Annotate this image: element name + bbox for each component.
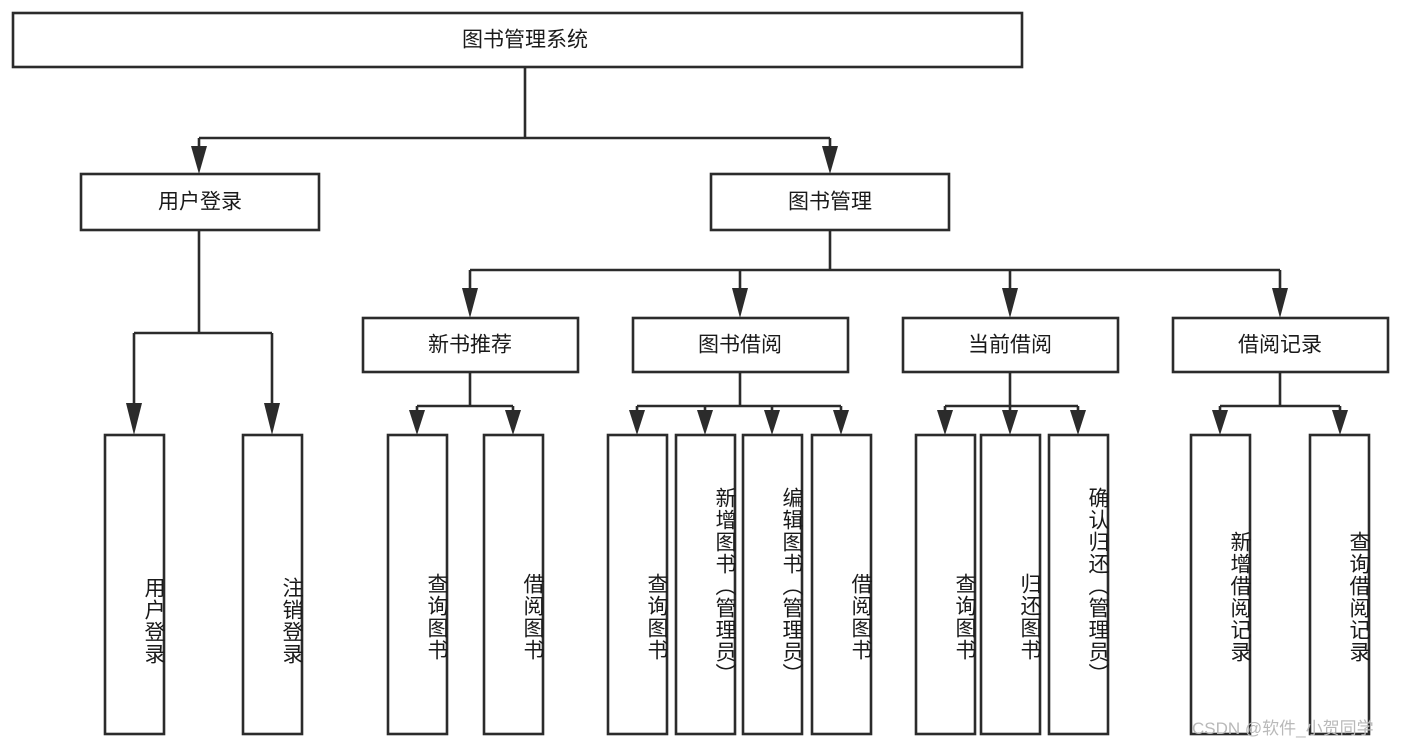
leaf-box-query-borrow-record[interactable] [1308, 433, 1371, 736]
arrow-new-book-rec-leaf-1 [409, 410, 425, 435]
arrow-current-borrow-leaf-1 [937, 410, 953, 435]
arrow-book-borrow-leaf-3 [764, 410, 780, 435]
connector-group-book-borrow [629, 372, 849, 435]
arrow-root-to-book-mgmt [822, 146, 838, 174]
arrow-book-mgmt-child-1 [462, 288, 478, 318]
leaf-box-edit-book-admin[interactable] [741, 433, 804, 736]
leaf-box-query-book-rec[interactable] [386, 433, 449, 736]
arrow-book-borrow-leaf-2 [697, 410, 713, 435]
connector-group-root [191, 67, 838, 174]
arrow-user-login-leaf-2 [264, 403, 280, 435]
arrow-book-mgmt-child-4 [1272, 288, 1288, 318]
node-new-book-recommendation-box[interactable] [361, 316, 580, 374]
arrow-borrow-record-leaf-2 [1332, 410, 1348, 435]
node-current-borrowing[interactable]: 当前借阅 [901, 316, 1120, 374]
arrow-new-book-rec-leaf-2 [505, 410, 521, 435]
node-book-management[interactable]: 图书管理 [709, 172, 951, 232]
node-book-borrowing-label: 图书借阅 [698, 334, 782, 357]
arrow-book-mgmt-child-2 [732, 288, 748, 318]
arrow-user-login-leaf-1 [126, 403, 142, 435]
arrow-book-borrow-leaf-1 [629, 410, 645, 435]
node-new-book-recommendation-label: 新书推荐 [428, 334, 512, 357]
arrow-book-borrow-leaf-4 [833, 410, 849, 435]
node-book-management-label: 图书管理 [788, 191, 872, 214]
leaf-box-borrow-book[interactable] [810, 433, 873, 736]
node-book-borrowing-box[interactable] [631, 316, 850, 374]
node-borrowing-record[interactable]: 借阅记录 [1171, 316, 1390, 374]
node-user-login[interactable]: 用户登录 [79, 172, 321, 232]
node-current-borrowing-label: 当前借阅 [968, 334, 1052, 357]
arrow-root-to-user-login [191, 146, 207, 174]
arrow-current-borrow-leaf-3 [1070, 410, 1086, 435]
arrow-borrow-record-leaf-1 [1212, 410, 1228, 435]
leaf-box-add-borrow-record[interactable] [1189, 433, 1252, 736]
node-borrowing-record-label: 借阅记录 [1238, 334, 1322, 357]
leaf-box-query-book-current[interactable] [914, 433, 977, 736]
node-current-borrowing-box[interactable] [901, 316, 1120, 374]
arrow-current-borrow-leaf-2 [1002, 410, 1018, 435]
arrow-book-mgmt-child-3 [1002, 288, 1018, 318]
node-root-box[interactable] [11, 11, 1024, 69]
connector-group-new-book-rec [409, 372, 521, 435]
leaf-box-user-login[interactable] [103, 433, 166, 736]
connector-group-borrow-record [1212, 372, 1348, 435]
node-book-management-box[interactable] [709, 172, 951, 232]
node-root-book-management-system[interactable]: 图书管理系统 [11, 11, 1024, 69]
leaf-box-query-book-borrow[interactable] [606, 433, 669, 736]
node-new-book-recommendation[interactable]: 新书推荐 [361, 316, 580, 374]
leaf-box-borrow-book-rec[interactable] [482, 433, 545, 736]
node-root-label: 图书管理系统 [462, 29, 588, 52]
node-user-login-box[interactable] [79, 172, 321, 232]
node-user-login-label: 用户登录 [158, 191, 242, 214]
connector-group-book-mgmt [462, 230, 1288, 318]
connector-group-current-borrow [937, 372, 1086, 435]
leaf-boxes-group [103, 433, 1371, 736]
leaf-box-return-book[interactable] [979, 433, 1042, 736]
leaf-box-logout-login[interactable] [241, 433, 304, 736]
leaf-box-add-book-admin[interactable] [674, 433, 737, 736]
csdn-watermark: CSDN @软件_小贺同学 [1192, 719, 1374, 738]
node-book-borrowing[interactable]: 图书借阅 [631, 316, 850, 374]
node-borrowing-record-box[interactable] [1171, 316, 1390, 374]
connector-group-user-login [126, 230, 280, 435]
leaf-box-confirm-return-admin[interactable] [1047, 433, 1110, 736]
